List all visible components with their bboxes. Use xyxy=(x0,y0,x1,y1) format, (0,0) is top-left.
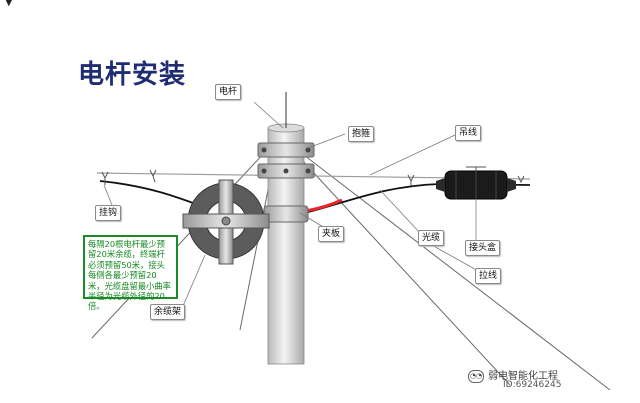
label-clamp: 夹板 xyxy=(318,226,345,242)
pole-bracket xyxy=(257,142,315,179)
wechat-icon: ◔◔ xyxy=(468,369,484,383)
hook-2 xyxy=(149,169,157,183)
guy-wire-1 xyxy=(299,151,611,391)
watermark: ◔◔ 弱电智能化工程 ID:69246245 xyxy=(468,367,561,390)
reservation-note: 每隔20根电杆最少预留20米余缆，终端杆必须预留50米，接头每侧各最少预留20米… xyxy=(83,235,178,311)
page-title: 电杆安装 xyxy=(78,60,187,90)
cable-storage-rack xyxy=(182,179,270,265)
label-bracket: 抱箍 xyxy=(348,126,375,142)
hook-1 xyxy=(101,171,109,185)
label-cable: 光缆 xyxy=(418,230,445,246)
hook-4 xyxy=(517,175,525,184)
splice-closure xyxy=(436,166,516,200)
label-messenger: 吊线 xyxy=(455,125,482,141)
label-pole: 电杆 xyxy=(215,84,242,100)
corner-mark: ▼ xyxy=(5,0,13,8)
label-closure: 接头盒 xyxy=(465,240,501,256)
watermark-id: ID:69246245 xyxy=(503,380,562,390)
label-guy: 拉线 xyxy=(475,268,502,284)
watermark-name: 弱电智能化工程 xyxy=(488,371,558,382)
label-hook: 挂钩 xyxy=(95,205,122,221)
leader-lines xyxy=(103,101,481,307)
guy-wire-3 xyxy=(91,151,266,339)
label-storage: 余缆架 xyxy=(150,304,186,320)
hook-3 xyxy=(407,174,415,186)
pole-body xyxy=(267,127,305,365)
guy-wire-2 xyxy=(299,157,511,386)
